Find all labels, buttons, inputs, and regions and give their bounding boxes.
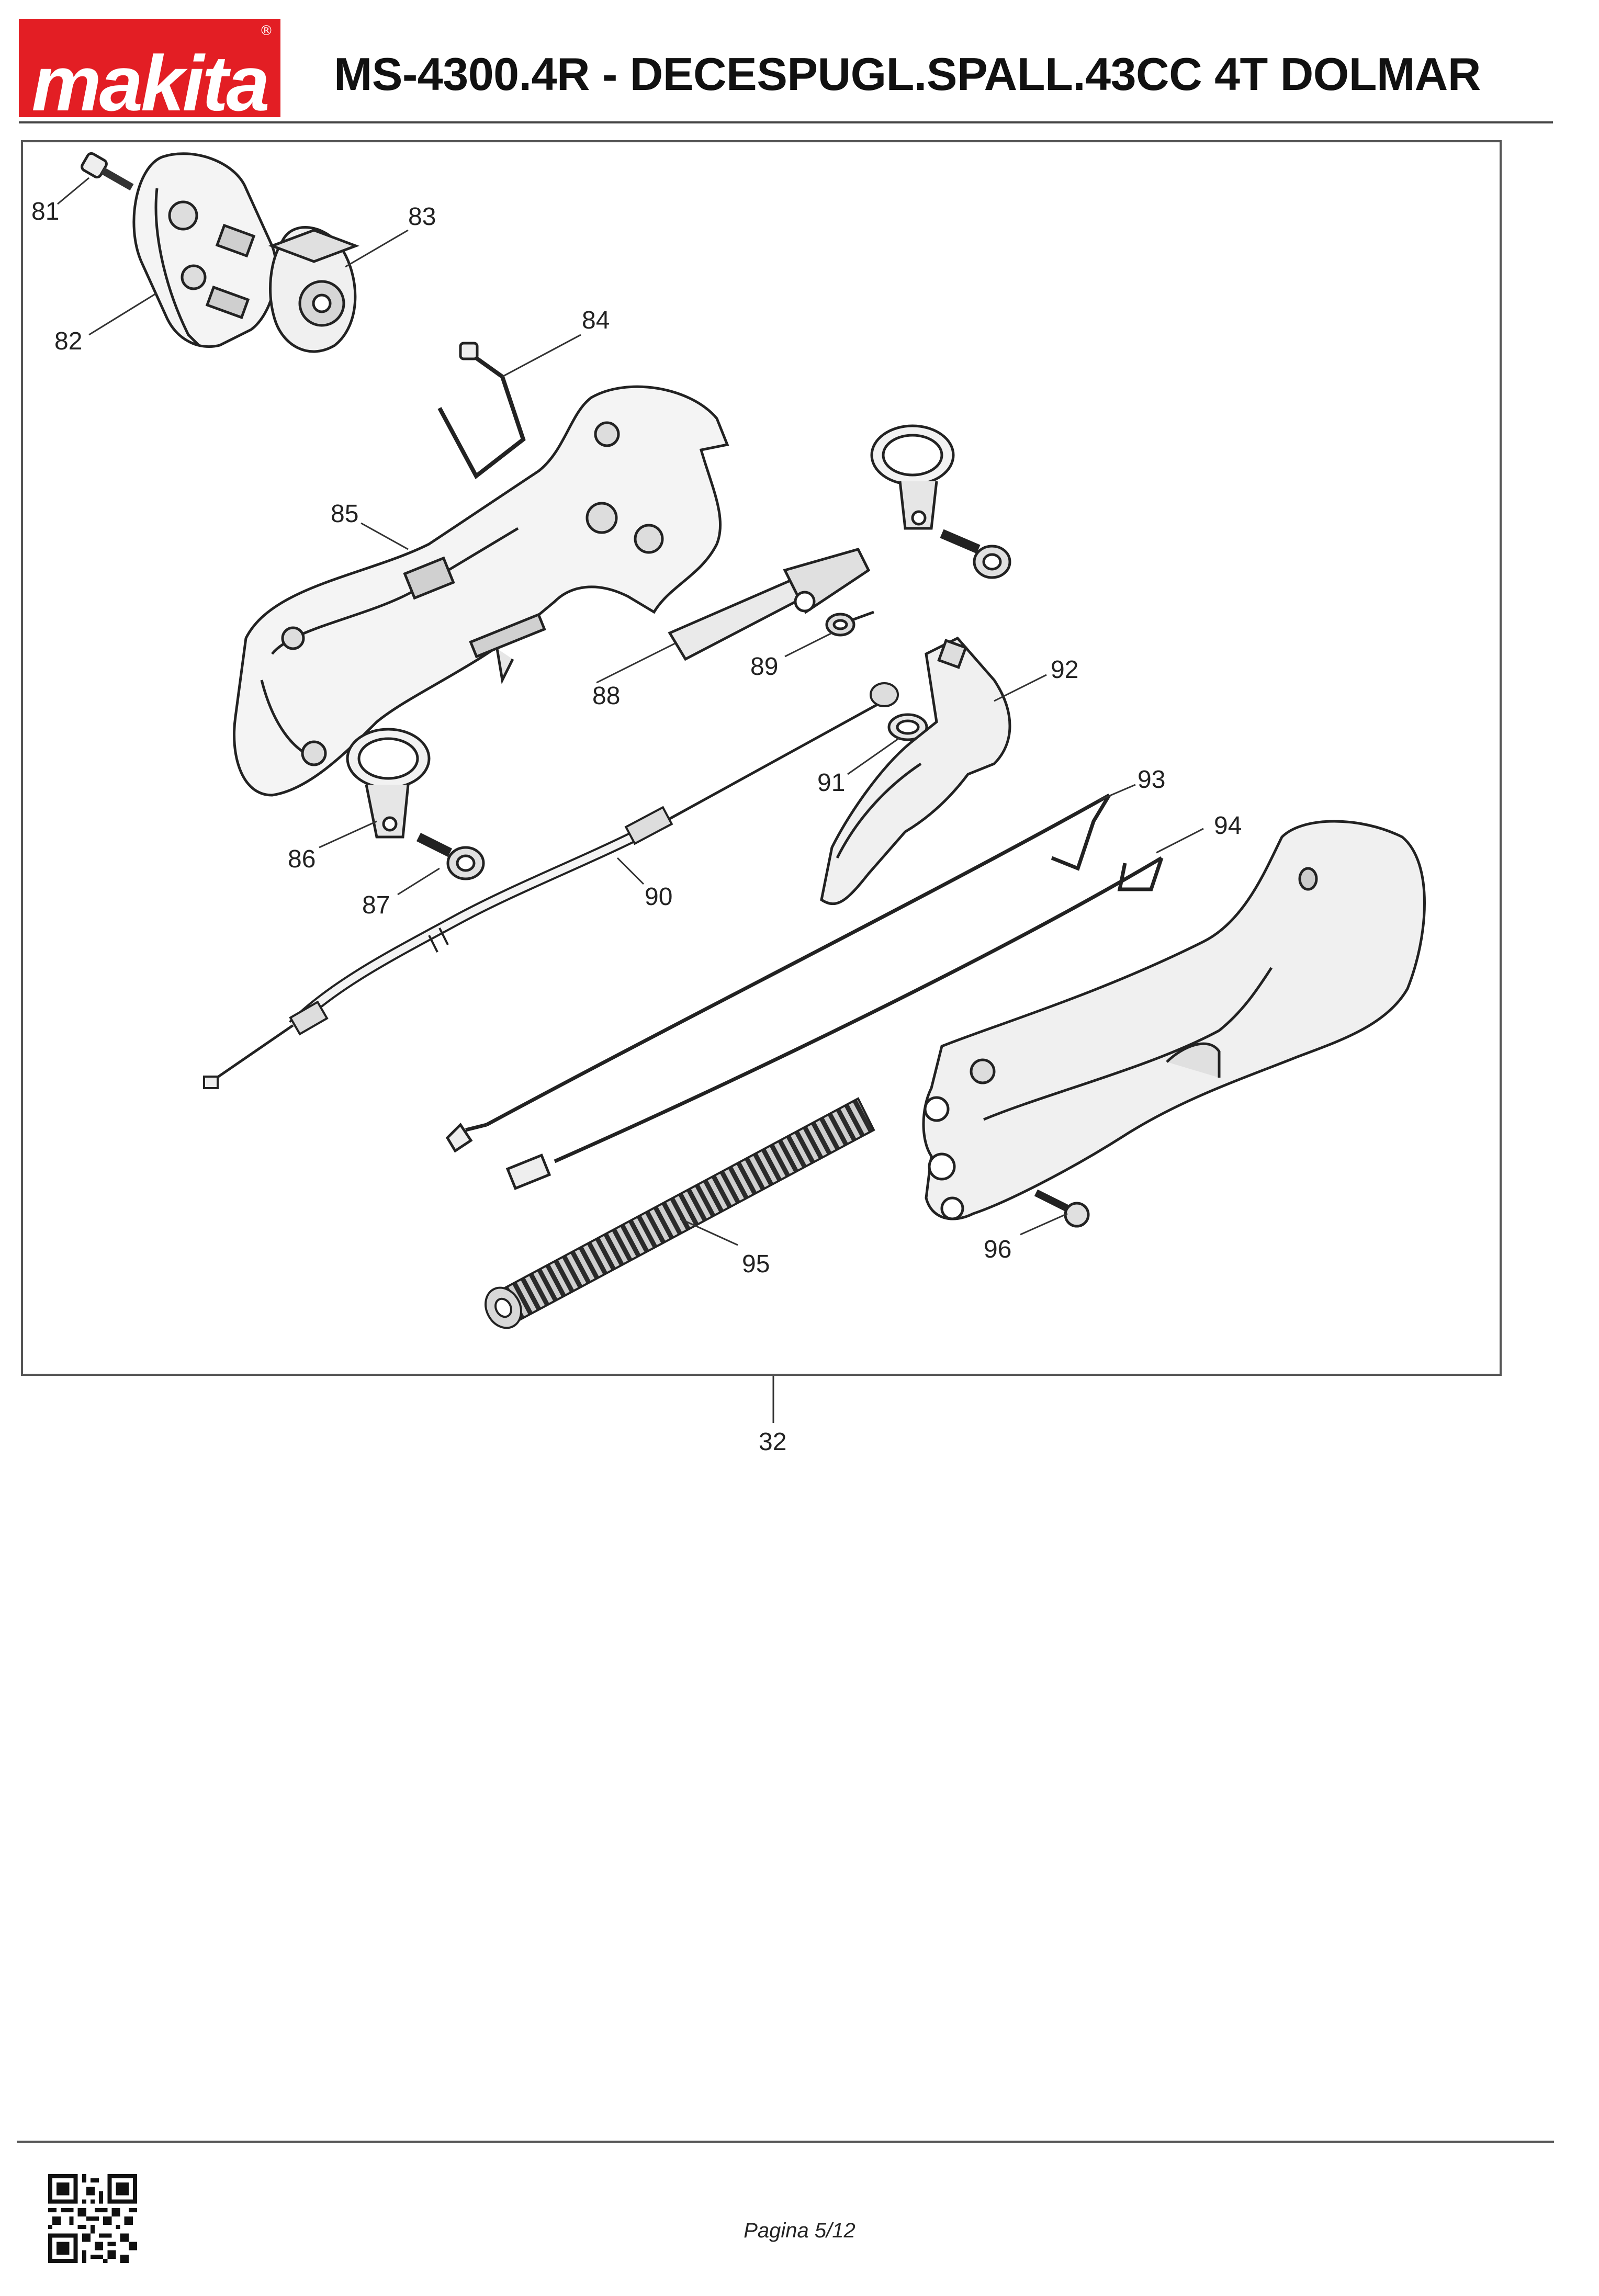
exploded-parts-diagram: 81 82 83 84 85 86 87 88 89 90 91 92 93 9…: [31, 152, 1426, 1456]
callout-96: 96: [984, 1236, 1011, 1263]
part-93-wire: [445, 793, 1111, 1153]
part-96-screw: [1034, 1189, 1090, 1228]
header-divider: [19, 121, 1553, 123]
part-89-spring: [825, 610, 874, 637]
part-87-bolt: [416, 832, 485, 880]
callout-82: 82: [54, 327, 82, 355]
callout-91: 91: [817, 769, 845, 797]
part-85-handle-housing: [233, 385, 729, 797]
page-number: Pagina 5/12: [744, 2219, 855, 2242]
part-81-screw: [81, 152, 134, 191]
part-83-housing: [268, 226, 360, 353]
callout-88: 88: [592, 682, 620, 710]
callout-90: 90: [645, 883, 672, 911]
part-92-trigger: [820, 636, 1011, 906]
qr-code: [48, 2174, 137, 2263]
part-95-spring: [485, 1097, 875, 1329]
part-86-clamp: [346, 728, 431, 839]
callout-84: 84: [582, 307, 610, 334]
part-90-throttle-cable: [203, 682, 899, 1089]
page-title: MS-4300.4R - DECESPUGL.SPALL.43CC 4T DOL…: [334, 48, 1481, 100]
part-88-throttle-lever: [668, 548, 871, 661]
callout-92: 92: [1051, 656, 1078, 684]
callout-89: 89: [750, 653, 778, 681]
leader-lines: [57, 177, 1204, 1423]
callout-86: 86: [288, 845, 316, 873]
part-clamp-upper: [870, 424, 1011, 579]
callout-32: 32: [759, 1428, 786, 1456]
callout-94: 94: [1214, 812, 1242, 840]
callout-87: 87: [362, 891, 390, 919]
part-94-wire: [505, 856, 1164, 1190]
part-82-cover: [132, 152, 278, 348]
callout-93: 93: [1138, 766, 1165, 794]
exploded-view-frame: [21, 140, 1502, 1376]
callout-83: 83: [408, 203, 436, 231]
callout-95: 95: [742, 1250, 770, 1278]
registered-mark: ®: [260, 23, 273, 39]
footer-divider: [17, 2141, 1554, 2143]
callout-81: 81: [31, 198, 59, 225]
callout-85: 85: [331, 500, 358, 528]
part-84-wire-clip: [437, 342, 526, 480]
makita-logo: makita ®: [19, 19, 280, 122]
part-grip-housing: [922, 820, 1426, 1220]
part-91-spring: [887, 713, 928, 741]
brand-wordmark: makita: [31, 39, 269, 127]
